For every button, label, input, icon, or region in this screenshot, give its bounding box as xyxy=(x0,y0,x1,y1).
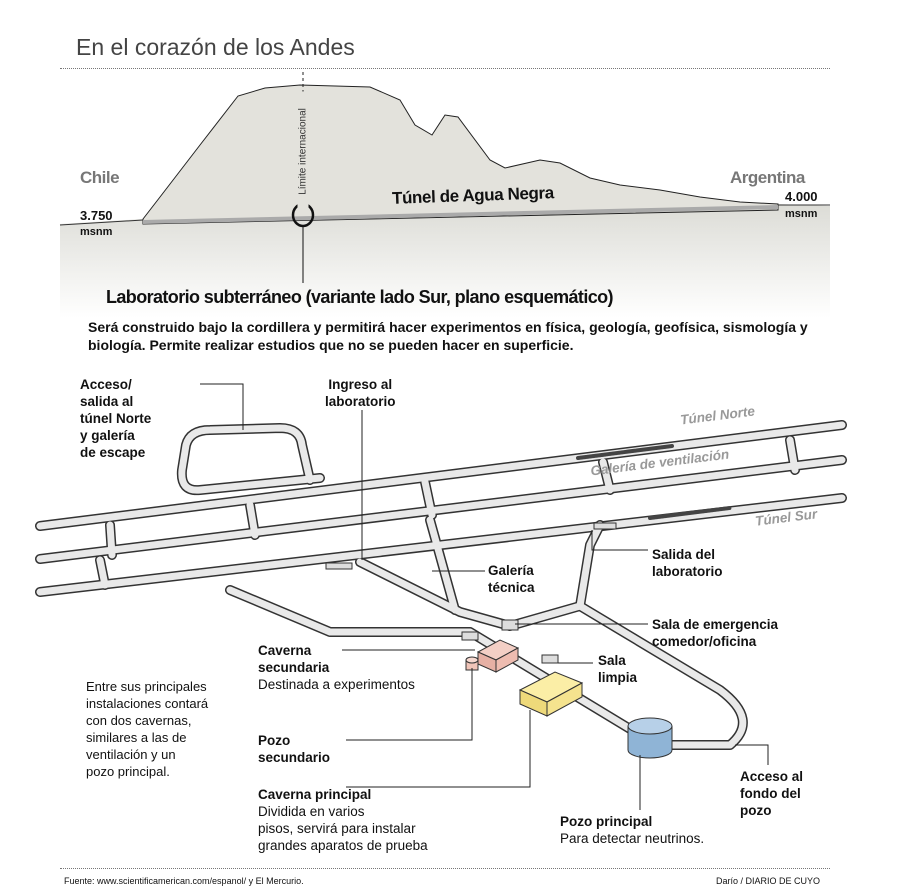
main-cavern xyxy=(518,671,584,717)
lead-text: Será construido bajo la cordillera y per… xyxy=(88,319,808,353)
label-pozo-principal: Pozo principal Para detectar neutrinos. xyxy=(560,814,705,846)
section-title: Laboratorio subterráneo (variante lado S… xyxy=(106,287,614,307)
credit-text: Darío / DIARIO DE CUYO xyxy=(716,876,821,886)
tunnel-plan xyxy=(35,420,847,750)
country-chile: Chile xyxy=(80,168,120,187)
tunnel-profile-line xyxy=(142,205,779,224)
divider xyxy=(60,68,830,69)
page-title: En el corazón de los Andes xyxy=(76,34,355,60)
secondary-cavern xyxy=(476,639,520,673)
unit-chile: msnm xyxy=(80,226,113,238)
secondary-shaft xyxy=(465,656,479,671)
footer-divider xyxy=(60,868,830,869)
altitude-argentina: 4.000 xyxy=(785,189,818,204)
main-shaft xyxy=(627,717,673,759)
unit-argentina: msnm xyxy=(785,208,818,220)
ground-section xyxy=(60,204,830,318)
source-text: Fuente: www.scientificamerican.com/espan… xyxy=(64,876,304,886)
altitude-chile: 3.750 xyxy=(80,208,113,223)
leader-lines xyxy=(200,383,769,810)
country-argentina: Argentina xyxy=(730,168,805,187)
border-label: Límite internacional xyxy=(297,91,309,212)
